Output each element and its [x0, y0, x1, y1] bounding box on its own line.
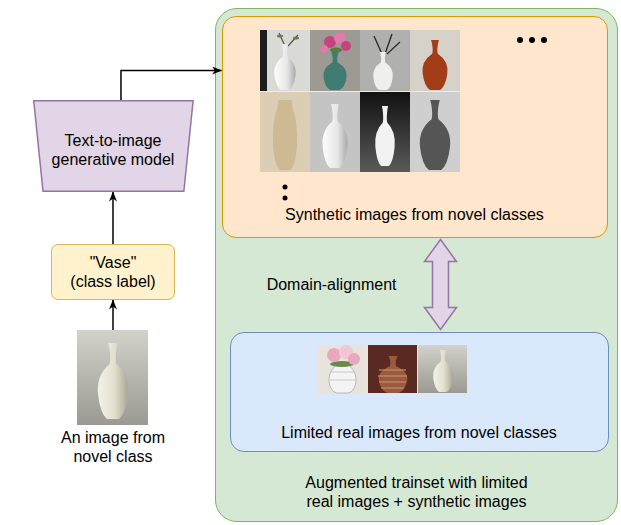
synthetic-vase-photo [260, 30, 310, 91]
node-text: Augmented trainset with limited real ima… [305, 473, 527, 511]
synthetic-vase-photo [360, 92, 410, 172]
synthetic-vase-photo [410, 30, 460, 91]
real-vase-photo [327, 348, 341, 362]
input-vase-photo [77, 330, 148, 425]
synthetic-vase-photo [410, 92, 460, 172]
synthetic-vase-photo [310, 92, 360, 172]
node-text: An image from novel class [61, 428, 165, 466]
synthetic-vase-photo [422, 40, 447, 90]
flow-arrow [121, 71, 222, 101]
model-trapezoid: Text-to-image generative model [33, 100, 194, 192]
synthetic-vase-photo [260, 30, 310, 91]
node-text: Synthetic images from novel classes [285, 205, 544, 224]
flow-arrow [112, 300, 114, 330]
real-vase-photo [368, 345, 417, 393]
synthetic-vase-photo [260, 92, 310, 172]
real-vase-photo [378, 375, 407, 376]
real-vase-photo [368, 345, 417, 393]
synthetic-vase-photo [288, 35, 298, 46]
synthetic-vase-photo [420, 100, 450, 170]
synthetic-vase-photo [360, 92, 410, 172]
real-vase-photo [348, 353, 360, 365]
synthetic-vase-photo [387, 42, 400, 54]
synthetic-vase-photo [293, 37, 299, 40]
synthetic-vase-photo [310, 92, 360, 172]
real-vase-photo [381, 387, 404, 388]
ellipsis-dots [541, 37, 547, 43]
real-vase-photo [379, 369, 406, 370]
node-text: Text-to-image generative model [52, 131, 175, 169]
input-vase-photo [98, 343, 128, 419]
node-text: "Vase" (class label) [70, 253, 155, 291]
real-vase-photo [418, 345, 467, 393]
class-label-box: "Vase" (class label) [51, 244, 175, 300]
real-vase-photo [330, 380, 355, 381]
synthetic-vase-photo [360, 30, 410, 91]
node-text: Limited real images from novel classes [281, 423, 557, 442]
synthetic-vase-photo [410, 30, 460, 91]
synthetic-vase-photo [260, 30, 267, 91]
real-vase-photo [318, 345, 367, 393]
real-vase-photo [379, 356, 408, 393]
edge-label: Domain-alignment [267, 275, 397, 294]
input-vase-photo [77, 330, 148, 425]
trapezoid-outline [33, 101, 192, 192]
real-vase-photo [329, 364, 356, 393]
synthetic-vase-photo [330, 48, 342, 53]
ellipsis-dots [283, 185, 288, 190]
synthetic-vase-photo [260, 92, 310, 172]
real-vase-photo [379, 381, 406, 382]
real-vase-photo [418, 345, 467, 393]
synthetic-vase-photo [310, 30, 360, 91]
synthetic-vase-photo [373, 52, 393, 90]
synthetic-vase-photo [277, 35, 283, 38]
synthetic-vase-photo [375, 106, 395, 166]
ellipsis-dots [283, 196, 288, 201]
synthetic-vase-photo [410, 92, 460, 172]
synthetic-vase-photo [360, 30, 410, 91]
synthetic-vase-photo [322, 104, 347, 168]
synthetic-vase-photo [320, 45, 328, 53]
ellipsis-dots [529, 37, 535, 43]
ellipsis-dots [283, 37, 548, 201]
synthetic-vase-photo [341, 41, 351, 51]
real-vase-photo [330, 372, 355, 373]
synthetic-vase-photo [323, 52, 346, 90]
real-vase-photo [433, 350, 453, 392]
edge-label-holder: Domain-alignment [267, 275, 397, 294]
synthetic-vase-photo [310, 30, 360, 91]
connector-group [113, 71, 457, 331]
ellipsis-dots [517, 37, 523, 43]
synthetic-vase-photo [374, 36, 382, 54]
flow-arrow [112, 192, 114, 244]
alignment-arrow [425, 240, 457, 330]
synthetic-vase-photo [274, 44, 295, 90]
real-vase-photo [318, 345, 367, 393]
synthetic-vase-photo [273, 100, 297, 170]
